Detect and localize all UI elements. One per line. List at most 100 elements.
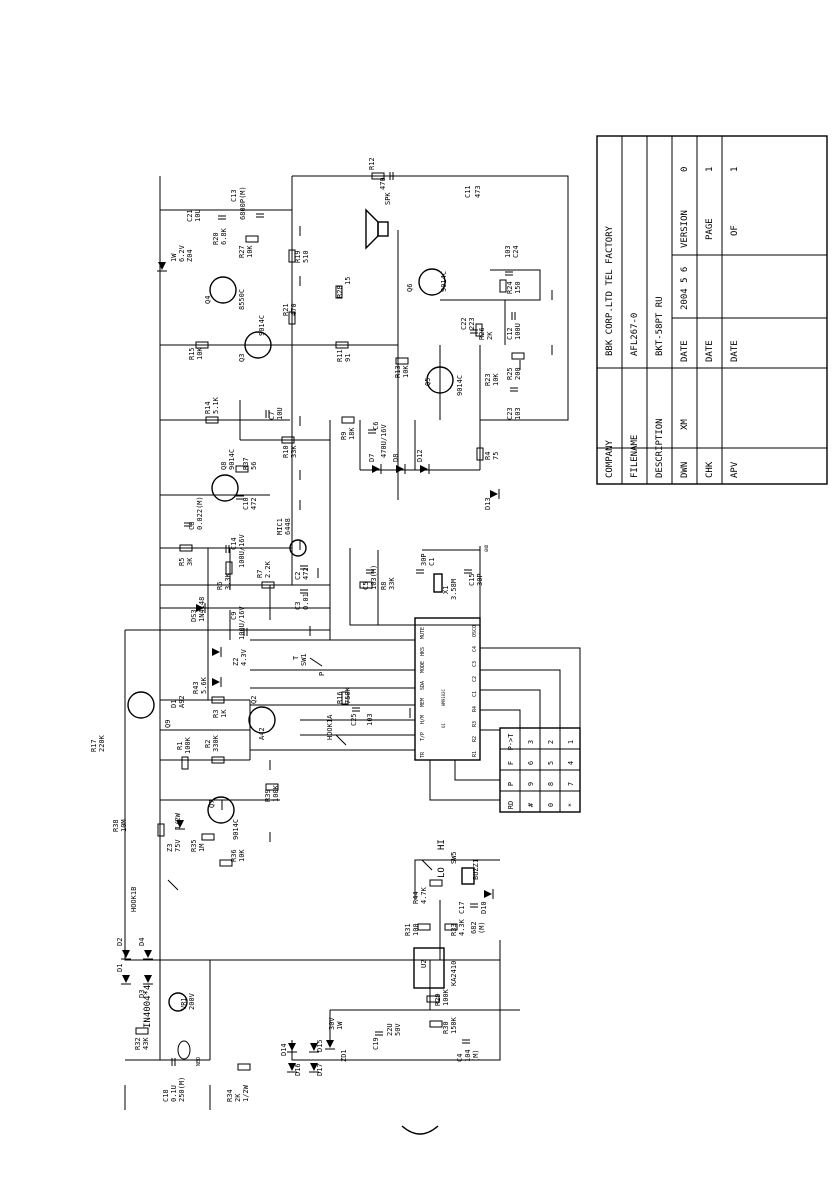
lbl-r38-v: 10M bbox=[120, 819, 128, 832]
lbl-r43-v: 5.6K bbox=[200, 676, 208, 694]
lbl-c14: C14 bbox=[230, 537, 238, 550]
page-mark bbox=[401, 1125, 439, 1135]
led-d1 bbox=[212, 677, 222, 687]
ic-pin-left: H/M bbox=[420, 715, 426, 724]
lbl-vr1-v: 200V bbox=[188, 992, 196, 1010]
lbl-c13: C13 bbox=[230, 189, 238, 202]
lbl-c2-v: 472 bbox=[302, 567, 310, 580]
lbl-r36-v: 10K bbox=[238, 849, 246, 862]
mic-mic1 bbox=[289, 539, 307, 557]
diode-d3 bbox=[143, 975, 153, 985]
lbl-c24: C24 bbox=[512, 245, 520, 258]
lbl-c19-v: 22U bbox=[386, 1023, 394, 1036]
lbl-c14-v: 100U/16V bbox=[238, 533, 246, 568]
lbl-q3-v: 9014C bbox=[258, 315, 266, 336]
lbl-c23-v: 103 bbox=[514, 407, 522, 420]
lbl-r23: R23 bbox=[484, 373, 492, 386]
ic-pin-right: C2 bbox=[472, 676, 478, 682]
keypad-key: # bbox=[527, 802, 535, 807]
lbl-r44-v: 4.7K bbox=[420, 886, 428, 904]
lbl-c17-w: (M) bbox=[478, 921, 486, 934]
lbl-c25: C25 bbox=[350, 713, 358, 726]
lbl-d8: D8 bbox=[392, 454, 400, 462]
tb-description-label: DESCRIPTION bbox=[655, 418, 665, 478]
lbl-r29: R29 bbox=[434, 993, 442, 1006]
lbl-c11-v: 473 bbox=[474, 185, 482, 198]
lbl-zd1: ZD1 bbox=[340, 1049, 348, 1062]
ic-pin-left: TR bbox=[420, 751, 426, 758]
lbl-c8: C8 bbox=[188, 522, 196, 530]
lbl-z04-v: 6.2V bbox=[178, 244, 186, 262]
lbl-c1: C1 bbox=[428, 558, 436, 566]
lbl-q5-v: 9014C bbox=[456, 375, 464, 396]
diode-d14 bbox=[287, 1043, 297, 1053]
lbl-c9-v: 100U/16V bbox=[238, 605, 246, 640]
tb-apv-label: APV bbox=[730, 461, 740, 478]
lbl-q6-v: 9014C bbox=[440, 271, 448, 292]
lbl-r33: R33 bbox=[450, 923, 458, 936]
lbl-z3-w: 1/2W bbox=[174, 812, 182, 830]
lbl-vr1: VR1 bbox=[180, 997, 188, 1010]
lbl-mic1-v: 6448 bbox=[284, 518, 292, 535]
lbl-z2-v: 4.3V bbox=[240, 648, 248, 666]
diode-ds3 bbox=[196, 603, 206, 613]
lbl-q3: Q3 bbox=[238, 354, 246, 362]
ic-pin-right: R4 bbox=[472, 706, 478, 712]
ic-pin-left: MEM bbox=[420, 698, 426, 707]
lbl-c8-v: 0.022(M) bbox=[196, 496, 204, 530]
lbl-r2-v: 330K bbox=[212, 734, 220, 752]
lbl-d1: D1 bbox=[170, 700, 178, 708]
lbl-r25: R25 bbox=[506, 367, 514, 380]
lbl-d7: D7 bbox=[368, 454, 376, 462]
lbl-r23-v: 10K bbox=[492, 373, 500, 386]
lbl-r17: R17 bbox=[90, 739, 98, 752]
keypad-key: 8 bbox=[547, 782, 555, 786]
lbl-c18-v: 0.1U bbox=[170, 1085, 178, 1102]
keypad-key: 3 bbox=[527, 740, 535, 744]
lbl-r39: R39 bbox=[264, 789, 272, 802]
lbl-hi: HI bbox=[437, 839, 447, 850]
keypad-key: 9 bbox=[527, 782, 535, 786]
lbl-r19: R19 bbox=[294, 250, 302, 263]
lbl-r9: R9 bbox=[340, 432, 348, 440]
lbl-r10: R10 bbox=[282, 445, 290, 458]
diode-d4 bbox=[143, 950, 153, 960]
lbl-ds3: DS3 bbox=[190, 609, 198, 622]
lbl-r8: R8 bbox=[380, 582, 388, 590]
lbl-c9: C9 bbox=[230, 612, 238, 620]
transistor-q9 bbox=[127, 691, 155, 719]
lbl-gnd: GND bbox=[484, 544, 489, 552]
keypad-key: 0 bbox=[547, 803, 555, 807]
lbl-q6: Q6 bbox=[406, 284, 414, 292]
lbl-z04: Z04 bbox=[186, 249, 194, 262]
tb-of: 1 bbox=[730, 167, 740, 172]
lbl-db1: D1 bbox=[116, 964, 124, 972]
lbl-r33-v: 4.3K bbox=[458, 918, 466, 936]
tb-company: BBK CORP.LTD TEL FACTORY bbox=[605, 225, 615, 356]
lbl-r3: R3 bbox=[212, 710, 220, 718]
transistor-q3 bbox=[244, 331, 272, 359]
lbl-r15: R15 bbox=[188, 347, 196, 360]
lbl-spk: SPK bbox=[384, 192, 392, 205]
lbl-c5-v: 103(M) bbox=[370, 565, 378, 590]
lbl-r31: R31 bbox=[404, 923, 412, 936]
lbl-r28: R28 bbox=[336, 285, 344, 298]
lbl-x1-v: 3.58M bbox=[450, 579, 458, 600]
lbl-r27-v: 10K bbox=[246, 245, 254, 258]
lbl-r35-v: 1M bbox=[198, 844, 206, 852]
lbl-r27: R27 bbox=[238, 245, 246, 258]
lbl-z3-v: 75V bbox=[174, 839, 182, 852]
lbl-d2: D2 bbox=[116, 938, 124, 946]
ic-pin-right: R2 bbox=[472, 736, 478, 742]
lbl-c24-v: 103 bbox=[504, 245, 512, 258]
diode-d12 bbox=[420, 464, 430, 474]
lbl-r30: R30 bbox=[442, 1021, 450, 1034]
lbl-r1: R1 bbox=[176, 742, 184, 750]
lbl-d10: D10 bbox=[480, 901, 488, 914]
lbl-q4-v: 8550C bbox=[238, 289, 246, 310]
lbl-r38: R38 bbox=[112, 819, 120, 832]
component-labels: R12 470 C11 473 SPK C21 10U C13 6800P(M)… bbox=[90, 157, 522, 1102]
lbl-c3-v: 0.01 bbox=[302, 593, 310, 610]
lbl-d16: D16 bbox=[294, 1063, 302, 1076]
ic-pin-right: R3 bbox=[472, 721, 478, 727]
